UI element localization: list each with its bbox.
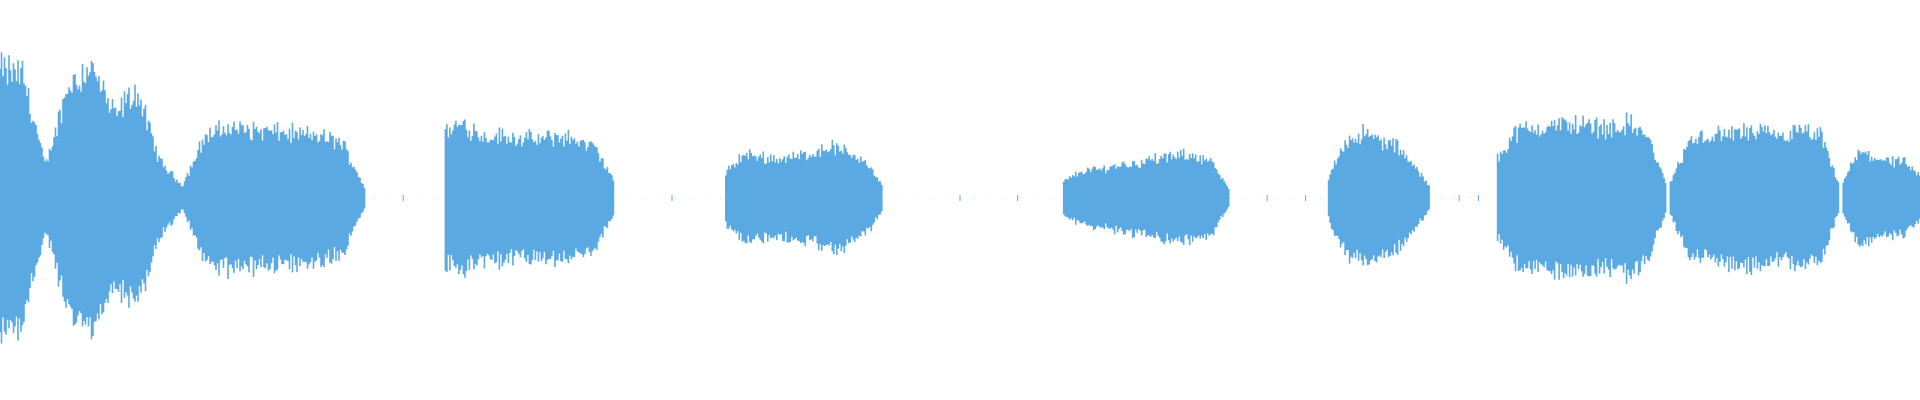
waveform-segment-1: [0, 52, 366, 344]
waveform-peaks: [1062, 148, 1230, 246]
waveform-peaks: [1842, 149, 1920, 247]
waveform-segment-2: [444, 119, 615, 278]
waveform-segment-8: [1842, 149, 1920, 247]
waveform-segment-3: [725, 139, 883, 255]
waveform-segment-4: [1062, 148, 1230, 246]
waveform-peaks: [1496, 112, 1667, 284]
waveform-segment-6: [1496, 112, 1667, 284]
waveform-segment-7: [1669, 123, 1840, 275]
waveform-peaks: [1327, 124, 1430, 266]
waveform-peaks: [725, 139, 883, 255]
waveform-peaks: [444, 119, 615, 278]
waveform-peaks: [1669, 123, 1840, 275]
waveform-peaks: [0, 52, 366, 344]
waveform-segment-5: [1327, 124, 1430, 266]
